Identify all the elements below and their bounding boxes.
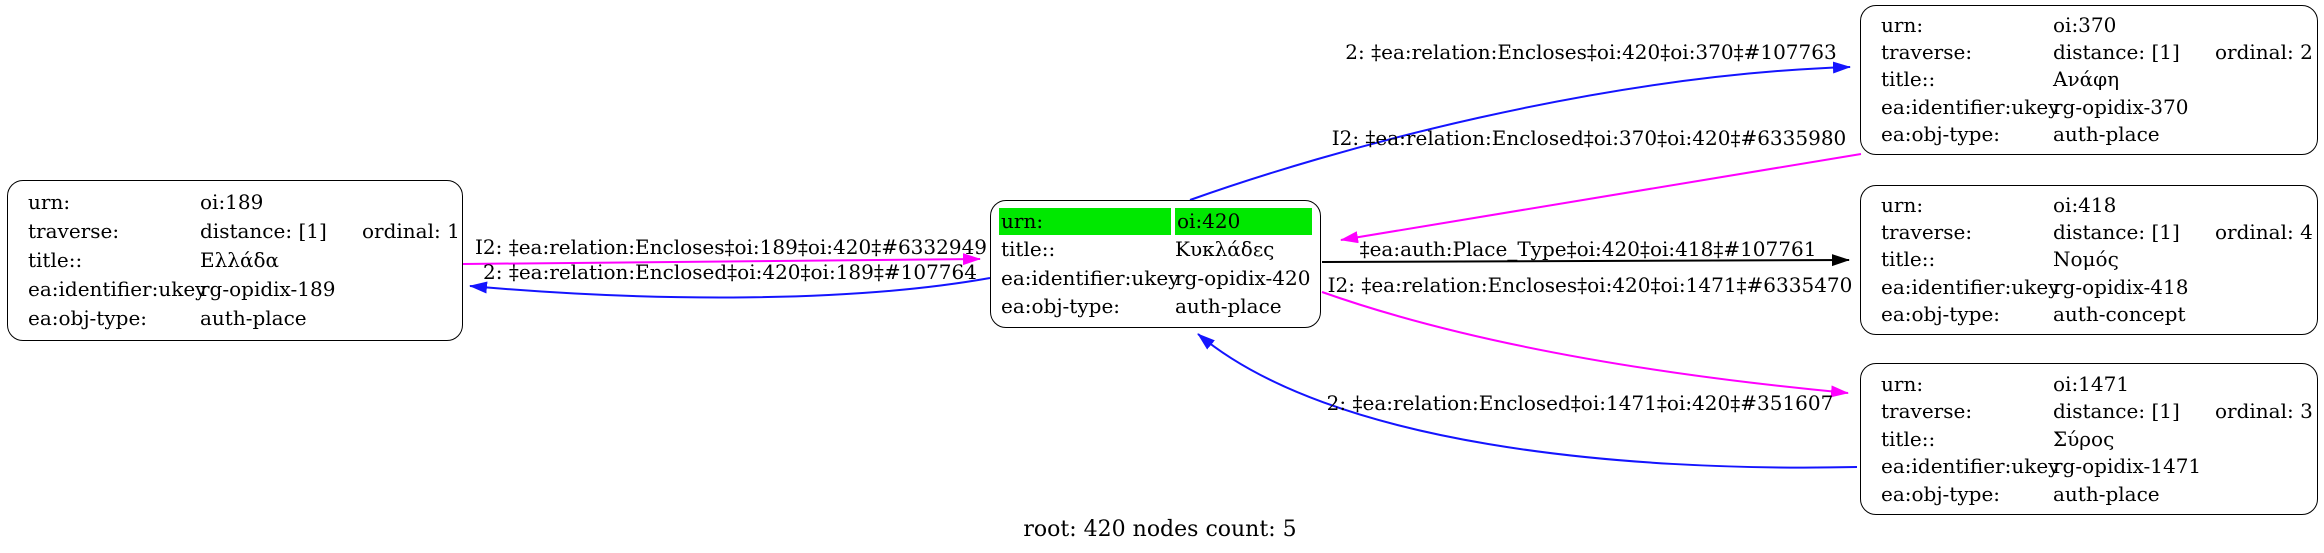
field-value: auth-place <box>1175 293 1282 318</box>
field-row: title:: Κυκλάδες <box>999 236 1312 263</box>
field-value: distance: [1] <box>2053 399 2180 423</box>
field-value: rg-opidix-420 <box>1175 265 1311 290</box>
field-key: ea:identifier:ukey <box>1001 265 1180 290</box>
field-value-ordinal: ordinal: 3 <box>2215 399 2313 423</box>
field-row: traverse: distance: [1] ordinal: 2 <box>1881 39 2313 66</box>
node-oi-370[interactable]: urn: oi:370 traverse: distance: [1] ordi… <box>1860 5 2318 155</box>
edge-label-encloses-420-1471: I2: ‡ea:relation:Encloses‡oi:420‡oi:1471… <box>1327 273 1853 297</box>
field-value: distance: [1] <box>2053 40 2180 65</box>
field-value: Σύρος <box>2053 426 2115 451</box>
field-key: ea:obj-type: <box>1881 301 2001 326</box>
field-key: ea:identifier:ukey <box>1881 454 2060 478</box>
field-value: distance: [1] <box>2053 220 2180 245</box>
field-value: rg-opidix-189 <box>200 277 336 301</box>
field-key: traverse: <box>1881 399 1973 423</box>
node-oi-189[interactable]: urn: oi:189 traverse: distance: [1] ordi… <box>7 180 463 341</box>
field-row-highlighted: urn: oi:420 <box>999 208 1312 236</box>
field-key: title:: <box>1881 247 1936 272</box>
field-key: title:: <box>1881 426 1936 451</box>
field-value: Ελλάδα <box>200 248 280 272</box>
edge-label-enclosed-1471-420: 2: ‡ea:relation:Enclosed‡oi:1471‡oi:420‡… <box>1326 391 1834 415</box>
field-key: title:: <box>1001 237 1056 262</box>
field-row: ea:identifier:ukey rg-opidix-370 <box>1881 94 2309 121</box>
field-row: ea:identifier:ukey rg-opidix-420 <box>999 265 1312 292</box>
field-key: ea:identifier:ukey <box>28 277 207 301</box>
field-value: distance: [1] <box>200 219 327 243</box>
field-key: traverse: <box>1881 40 1973 65</box>
field-key: traverse: <box>28 219 120 243</box>
field-key: ea:obj-type: <box>1001 293 1121 318</box>
field-key: urn: <box>1881 193 1924 218</box>
edge-encloses-420-1471 <box>1321 291 1849 398</box>
graph-caption: root: 420 nodes count: 5 <box>1023 517 1297 542</box>
field-value: oi:370 <box>2053 13 2117 38</box>
edge-place-type-420-418 <box>1321 254 1850 267</box>
edge-label-enclosed-370-420: I2: ‡ea:relation:Enclosed‡oi:370‡oi:420‡… <box>1331 126 1847 150</box>
field-row: ea:obj-type: auth-place <box>999 293 1312 320</box>
field-row: ea:identifier:ukey rg-opidix-1471 <box>1881 453 2309 480</box>
field-row: traverse: distance: [1] ordinal: 3 <box>1881 398 2313 425</box>
field-key: title:: <box>28 248 83 272</box>
field-row: ea:obj-type: auth-concept <box>1881 301 2309 328</box>
field-value: rg-opidix-1471 <box>2053 454 2202 478</box>
field-value: auth-place <box>2053 481 2160 506</box>
field-value: oi:189 <box>200 190 264 214</box>
field-value: rg-opidix-418 <box>2053 274 2189 299</box>
field-key: ea:obj-type: <box>28 306 148 330</box>
field-key: ea:obj-type: <box>1881 121 2001 146</box>
field-row: urn: oi:418 <box>1881 192 2309 219</box>
field-row: title:: Ανάφη <box>1881 66 2309 93</box>
field-row: title:: Νομός <box>1881 246 2309 273</box>
field-row: ea:obj-type: auth-place <box>1881 481 2309 508</box>
field-value-ordinal: ordinal: 1 <box>362 219 460 243</box>
field-key: ea:identifier:ukey <box>1881 274 2060 299</box>
field-row: urn: oi:189 <box>28 189 454 216</box>
field-value-ordinal: ordinal: 2 <box>2215 40 2313 65</box>
edge-label-enclosed-420-189: 2: ‡ea:relation:Enclosed‡oi:420‡oi:189‡#… <box>483 260 977 284</box>
edge-encloses-189-420 <box>462 253 981 266</box>
node-oi-418[interactable]: urn: oi:418 traverse: distance: [1] ordi… <box>1860 185 2318 335</box>
edge-encloses-420-370 <box>1189 61 1851 201</box>
edge-enclosed-420-189 <box>469 277 991 299</box>
node-oi-1471[interactable]: urn: oi:1471 traverse: distance: [1] ord… <box>1860 363 2318 515</box>
field-key: urn: <box>1881 371 1924 396</box>
field-key: urn: <box>1881 13 1924 38</box>
field-key: urn: <box>28 190 71 214</box>
field-value: Νομός <box>2053 247 2119 272</box>
field-value: oi:418 <box>2053 193 2117 218</box>
field-value: auth-concept <box>2053 301 2186 326</box>
node-oi-420-root[interactable]: urn: oi:420 title:: Κυκλάδες ea:identifi… <box>990 200 1321 328</box>
field-key: urn: <box>999 208 1171 236</box>
field-row: ea:obj-type: auth-place <box>1881 121 2309 148</box>
edge-label-encloses-420-370: 2: ‡ea:relation:Encloses‡oi:420‡oi:370‡#… <box>1345 40 1837 64</box>
field-value: auth-place <box>200 306 307 330</box>
field-row: urn: oi:370 <box>1881 12 2309 39</box>
field-row: ea:identifier:ukey rg-opidix-189 <box>28 276 454 303</box>
field-value: auth-place <box>2053 121 2160 146</box>
field-row: traverse: distance: [1] ordinal: 1 <box>28 218 460 245</box>
field-key: traverse: <box>1881 220 1973 245</box>
field-row: ea:identifier:ukey rg-opidix-418 <box>1881 274 2309 301</box>
edge-enclosed-1471-420 <box>1197 333 1858 469</box>
field-value: Ανάφη <box>2053 67 2120 92</box>
field-row: title:: Σύρος <box>1881 426 2309 453</box>
field-value-ordinal: ordinal: 4 <box>2215 220 2313 245</box>
field-row: traverse: distance: [1] ordinal: 4 <box>1881 219 2313 246</box>
field-row: ea:obj-type: auth-place <box>28 305 454 332</box>
field-value: rg-opidix-370 <box>2053 94 2189 119</box>
field-row: urn: oi:1471 <box>1881 371 2309 398</box>
field-value: oi:420 <box>1175 208 1312 236</box>
field-key: ea:obj-type: <box>1881 481 2001 506</box>
field-value: oi:1471 <box>2053 371 2130 396</box>
edge-label-place-type-420-418: ‡ea:auth:Place_Type‡oi:420‡oi:418‡#10776… <box>1359 237 1817 261</box>
field-value: Κυκλάδες <box>1175 237 1275 262</box>
edge-label-encloses-189-420: I2: ‡ea:relation:Encloses‡oi:189‡oi:420‡… <box>474 235 988 259</box>
field-row: title:: Ελλάδα <box>28 247 454 274</box>
edge-enclosed-370-420 <box>1340 153 1862 244</box>
field-key: ea:identifier:ukey <box>1881 94 2060 119</box>
field-key: title:: <box>1881 67 1936 92</box>
